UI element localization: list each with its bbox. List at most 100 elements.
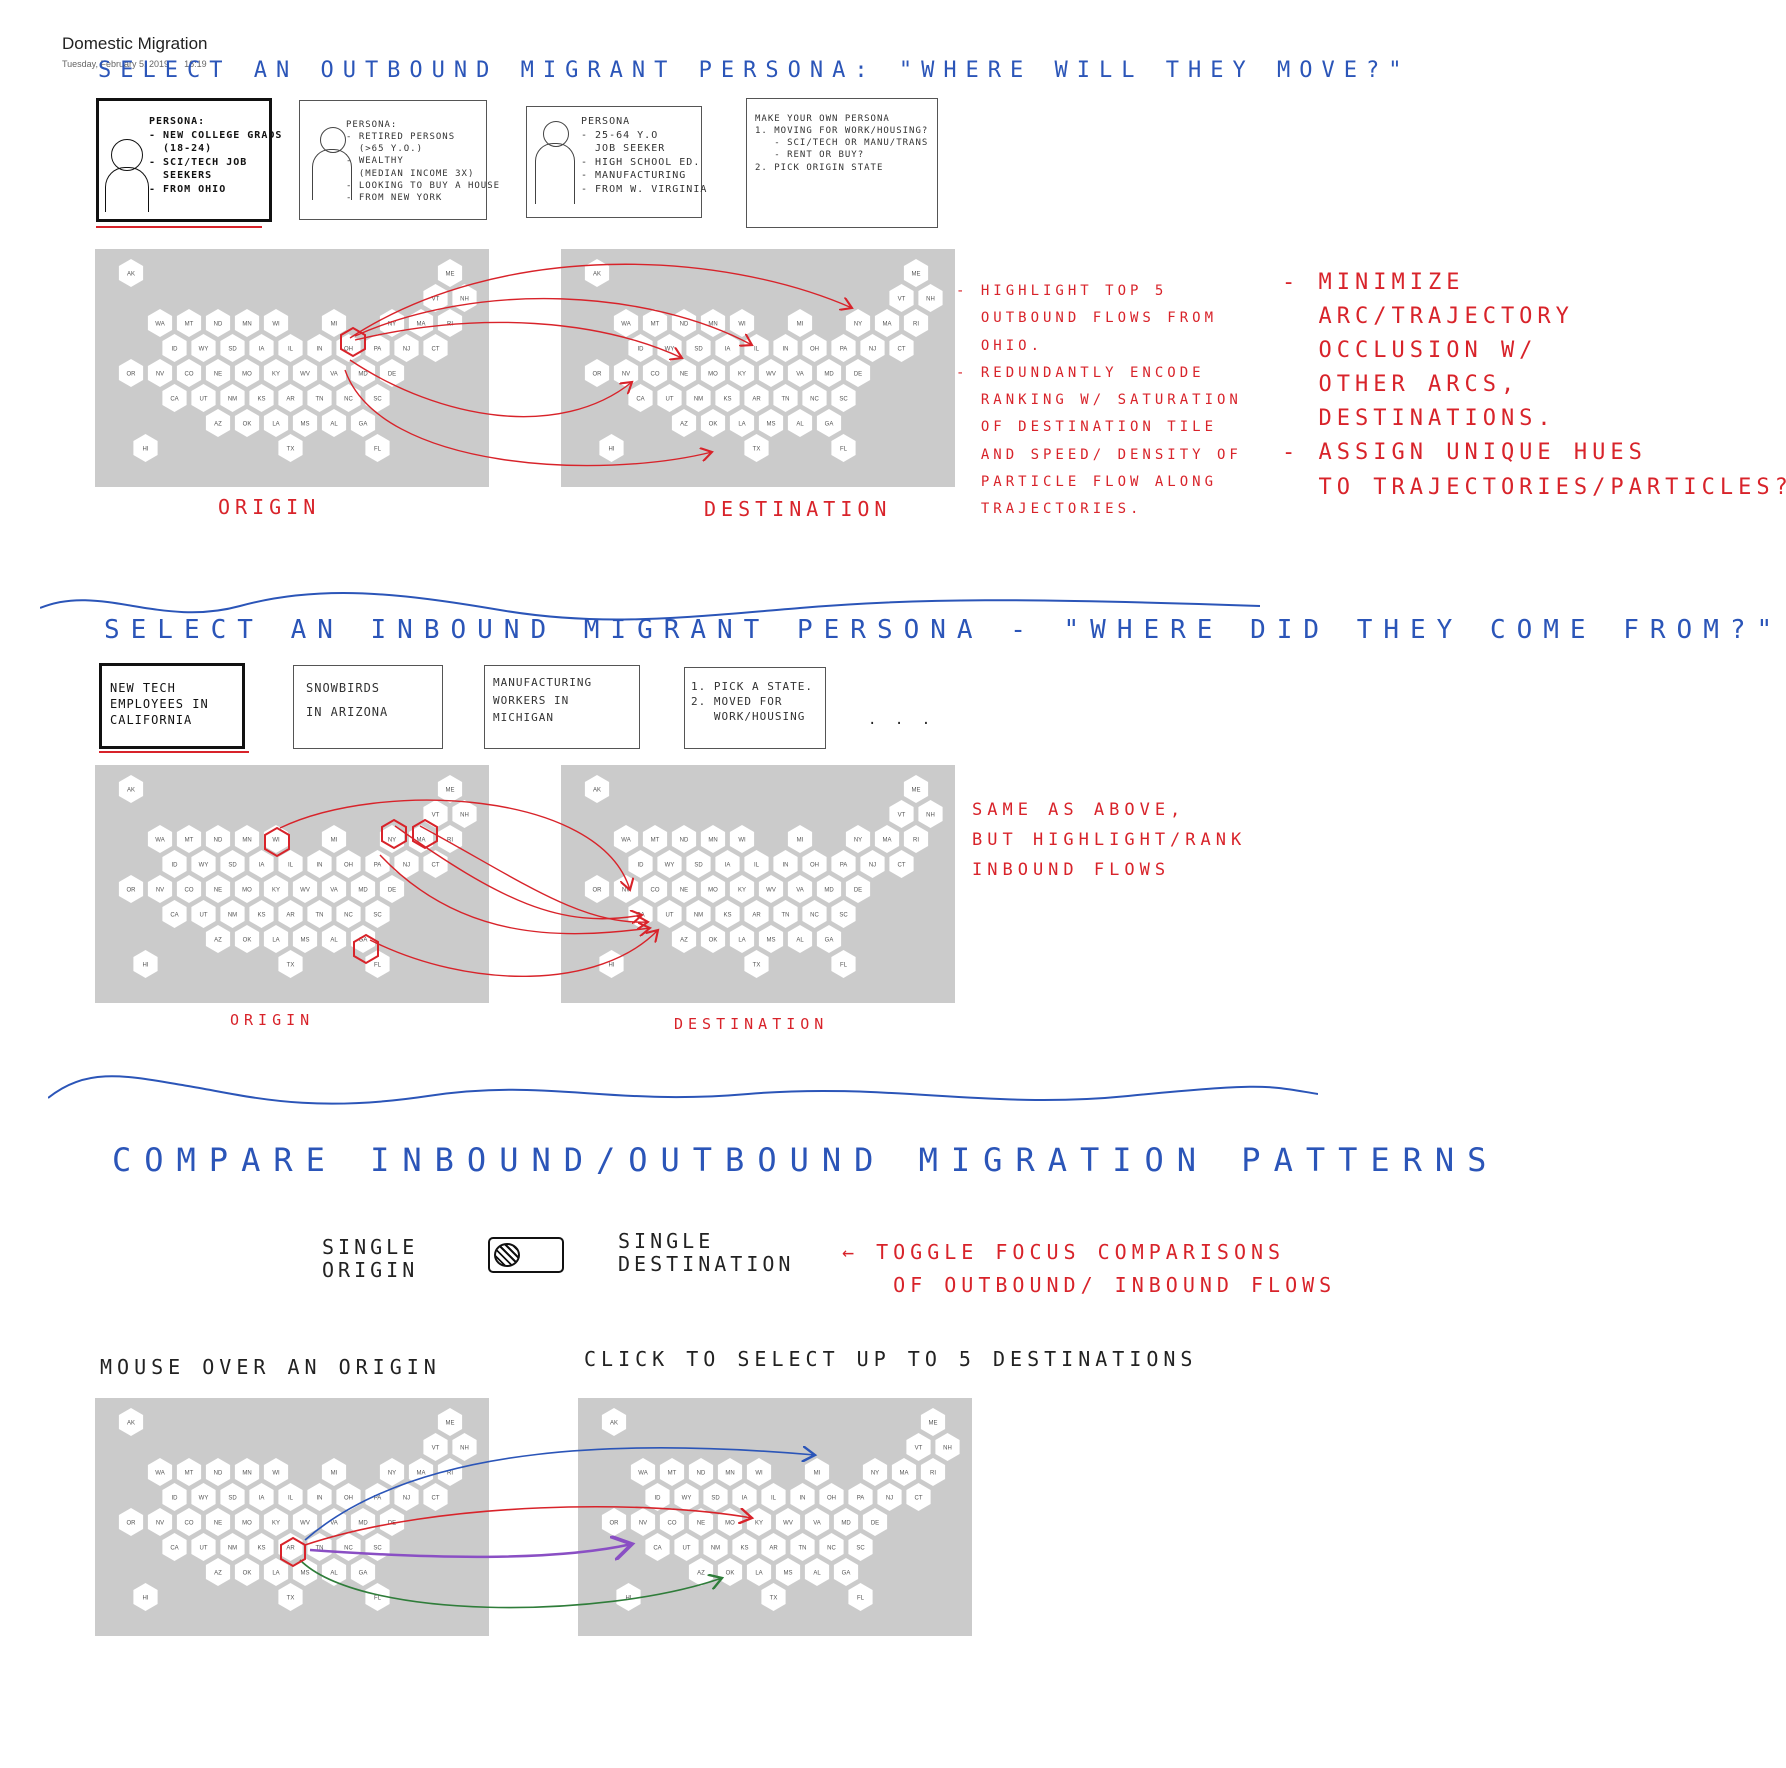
state-tile-mt[interactable]: MT — [642, 825, 668, 853]
state-tile-wy[interactable]: WY — [191, 1483, 216, 1511]
state-hex[interactable] — [278, 950, 303, 978]
state-tile-nd[interactable]: ND — [688, 1458, 714, 1486]
state-tile-sd[interactable]: SD — [686, 334, 711, 362]
state-tile-de[interactable]: DE — [379, 875, 405, 903]
state-tile-nm[interactable]: NM — [686, 900, 711, 928]
state-tile-ks[interactable]: KS — [715, 900, 740, 928]
state-hex[interactable] — [802, 384, 827, 412]
state-tile-fl[interactable]: FL — [365, 950, 390, 978]
origin-destination-toggle[interactable] — [488, 1237, 564, 1273]
state-hex[interactable] — [118, 875, 144, 903]
state-tile-ut[interactable]: UT — [191, 1533, 216, 1561]
state-tile-nh[interactable]: NH — [452, 1433, 477, 1461]
state-tile-sc[interactable]: SC — [831, 900, 856, 928]
state-tile-nd[interactable]: ND — [671, 825, 697, 853]
state-hex[interactable] — [903, 775, 929, 803]
state-hex[interactable] — [249, 334, 274, 362]
state-tile-sc[interactable]: SC — [848, 1533, 873, 1561]
state-tile-ky[interactable]: KY — [263, 359, 289, 387]
state-tile-tn[interactable]: TN — [307, 900, 332, 928]
state-tile-ca[interactable]: CA — [628, 384, 653, 412]
state-tile-la[interactable]: LA — [263, 1558, 289, 1586]
state-tile-az[interactable]: AZ — [688, 1558, 714, 1586]
state-tile-wa[interactable]: WA — [613, 309, 639, 337]
state-tile-md[interactable]: MD — [350, 359, 376, 387]
state-tile-sc[interactable]: SC — [831, 384, 856, 412]
state-tile-al[interactable]: AL — [787, 409, 813, 437]
state-tile-co[interactable]: CO — [642, 359, 668, 387]
state-hex[interactable] — [773, 334, 798, 362]
state-hex[interactable] — [205, 875, 231, 903]
state-hex[interactable] — [307, 334, 332, 362]
state-tile-ne[interactable]: NE — [205, 359, 231, 387]
state-hex[interactable] — [686, 900, 711, 928]
state-tile-nm[interactable]: NM — [220, 384, 245, 412]
state-tile-nj[interactable]: NJ — [394, 334, 419, 362]
state-tile-ma[interactable]: MA — [408, 825, 434, 853]
state-tile-nm[interactable]: NM — [686, 384, 711, 412]
state-tile-co[interactable]: CO — [176, 359, 202, 387]
state-tile-ut[interactable]: UT — [674, 1533, 699, 1561]
state-tile-nj[interactable]: NJ — [394, 1483, 419, 1511]
state-tile-az[interactable]: AZ — [205, 409, 231, 437]
state-tile-ma[interactable]: MA — [874, 825, 900, 853]
persona-card-make-your-own[interactable]: MAKE YOUR OWN PERSONA 1. MOVING FOR WORK… — [746, 98, 938, 228]
state-hex[interactable] — [744, 900, 769, 928]
state-hex[interactable] — [918, 284, 943, 312]
state-tile-tn[interactable]: TN — [790, 1533, 815, 1561]
state-hex[interactable] — [833, 1558, 859, 1586]
state-tile-ky[interactable]: KY — [263, 1508, 289, 1536]
state-tile-ar[interactable]: AR — [278, 1533, 303, 1561]
state-tile-sd[interactable]: SD — [703, 1483, 728, 1511]
state-tile-or[interactable]: OR — [118, 359, 144, 387]
state-tile-pa[interactable]: PA — [848, 1483, 873, 1511]
state-tile-ny[interactable]: NY — [379, 825, 405, 853]
state-tile-mi[interactable]: MI — [321, 1458, 347, 1486]
state-tile-wa[interactable]: WA — [630, 1458, 656, 1486]
state-tile-wa[interactable]: WA — [147, 825, 173, 853]
state-hex[interactable] — [234, 925, 260, 953]
state-tile-il[interactable]: IL — [278, 334, 303, 362]
state-tile-ma[interactable]: MA — [408, 309, 434, 337]
state-hex[interactable] — [920, 1408, 946, 1436]
state-tile-ca[interactable]: CA — [162, 900, 187, 928]
state-tile-il[interactable]: IL — [278, 1483, 303, 1511]
state-tile-in[interactable]: IN — [773, 850, 798, 878]
state-tile-mt[interactable]: MT — [659, 1458, 685, 1486]
state-tile-vt[interactable]: VT — [889, 800, 914, 828]
state-tile-ny[interactable]: NY — [845, 825, 871, 853]
state-hex[interactable] — [205, 1458, 231, 1486]
state-hex[interactable] — [729, 875, 755, 903]
state-tile-ct[interactable]: CT — [423, 850, 448, 878]
state-tile-ca[interactable]: CA — [162, 384, 187, 412]
state-hex[interactable] — [787, 409, 813, 437]
state-hex[interactable] — [584, 775, 610, 803]
state-tile-mo[interactable]: MO — [700, 875, 726, 903]
state-tile-hi[interactable]: HI — [599, 950, 624, 978]
state-tile-mi[interactable]: MI — [804, 1458, 830, 1486]
state-tile-mo[interactable]: MO — [234, 1508, 260, 1536]
state-tile-ia[interactable]: IA — [249, 850, 274, 878]
state-tile-nh[interactable]: NH — [935, 1433, 960, 1461]
state-hex[interactable] — [920, 1458, 946, 1486]
state-tile-de[interactable]: DE — [862, 1508, 888, 1536]
state-tile-me[interactable]: ME — [437, 1408, 463, 1436]
state-tile-al[interactable]: AL — [321, 409, 347, 437]
state-hex[interactable] — [147, 309, 173, 337]
state-tile-nh[interactable]: NH — [918, 800, 943, 828]
state-tile-il[interactable]: IL — [744, 850, 769, 878]
state-tile-mi[interactable]: MI — [787, 309, 813, 337]
state-tile-al[interactable]: AL — [321, 925, 347, 953]
state-hex[interactable] — [700, 875, 726, 903]
state-tile-nv[interactable]: NV — [147, 1508, 173, 1536]
state-hex[interactable] — [758, 409, 784, 437]
state-tile-nd[interactable]: ND — [671, 309, 697, 337]
state-tile-ca[interactable]: CA — [645, 1533, 670, 1561]
state-tile-al[interactable]: AL — [804, 1558, 830, 1586]
state-tile-ri[interactable]: RI — [437, 309, 463, 337]
state-hex[interactable] — [133, 950, 158, 978]
state-hex[interactable] — [729, 409, 755, 437]
